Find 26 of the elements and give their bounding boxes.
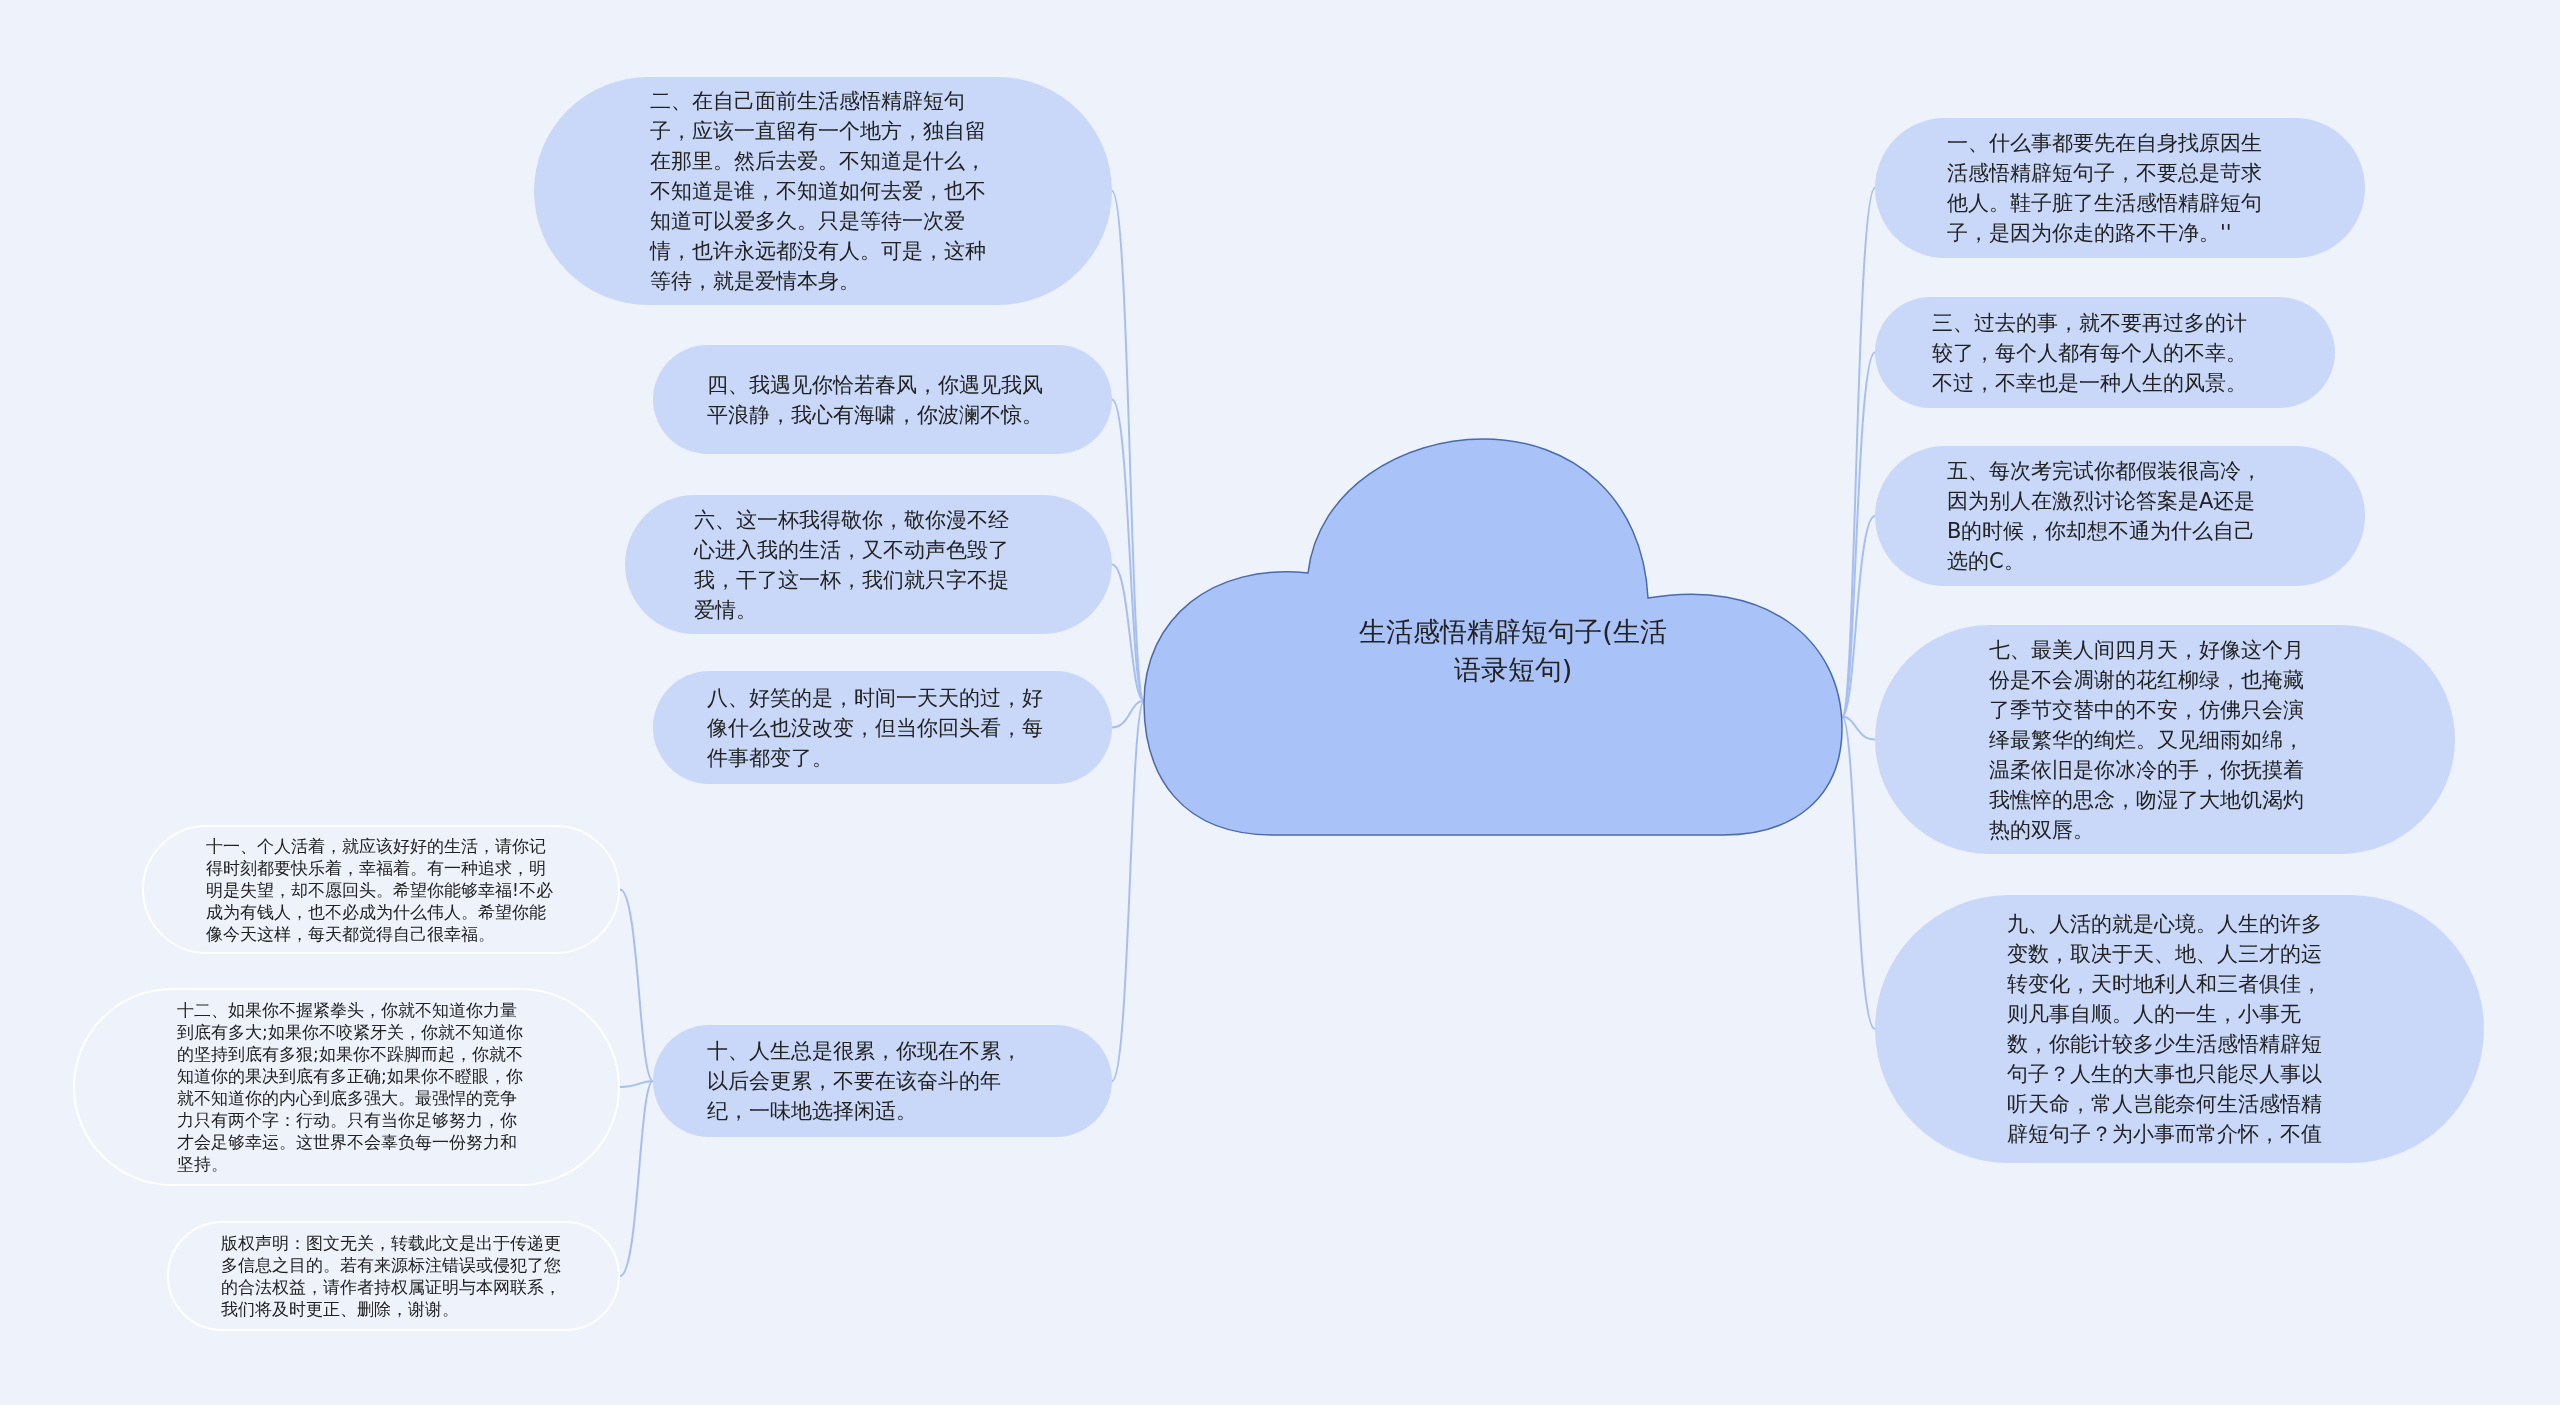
text-bubble: [73, 988, 620, 1186]
text-bubble: [142, 825, 620, 954]
connector-line: [1111, 699, 1145, 1082]
bubble-text: 十、人生总是很累，你现在不累，以后会更累，不要在该奋斗的年纪，一味地选择闲适。: [707, 1038, 1023, 1125]
text-bubble: [167, 1221, 620, 1331]
bubble-text: 六、这一杯我得敬你，敬你漫不经心进入我的生活，又不动声色毁了我，干了这一杯，我们就只字不提爱情。: [694, 506, 1010, 624]
connector-line: [619, 888, 654, 1082]
bubble-text: 四、我遇见你恰若春风，你遇见我风平浪静，我心有海啸，你波澜不惊。: [707, 371, 1044, 429]
bubble-text: 十一、个人活着，就应该好好的生活，请你记得时刻都要快乐着，幸福着。有一种追求，明明是失望，却不愿回头。希望你能够幸福!不必成为有钱人，也不必成为什么伟人。希望你能像今天这样，每天都觉得自己很幸福。: [206, 834, 554, 945]
connector-line: [1111, 563, 1145, 702]
bubble-text: 七、最美人间四月天，好像这个月份是不会凋谢的花红柳绿，也掩藏了季节交替中的不安，仿佛只会演绎最繁华的绚烂。又见细雨如绵，温柔依旧是你冰冷的手，你抚摸着我憔悴的思念，吻湿了大地饥渴灼热的双唇。: [1989, 636, 2305, 844]
bubble-text: 八、好笑的是，时间一天天的过，好像什么也没改变，但当你回头看，每件事都变了。: [707, 684, 1044, 772]
bubble-text: 五、每次考完试你都假装很高冷，因为别人在激烈讨论答案是A还是B的时候，你却想不通为什么自己选的C。: [1947, 458, 2263, 575]
bubble-text: 九、人活的就是心境。人生的许多变数，取决于天、地、人三才的运转变化，天时地利人和三者俱佳，则凡事自顺。人的一生，小事无数，你能计较多少生活感悟精辟短句子？人生的大事也只能尽人事以听天命，常人岂能奈何生活感悟精辟短句子？为小事而常介怀，不值: [2007, 911, 2323, 1148]
connector-line: [1841, 715, 1876, 1030]
connector-line: [1111, 699, 1145, 729]
connector-line: [619, 1080, 654, 1088]
connector-line: [1841, 715, 1876, 741]
connector-line: [619, 1080, 654, 1277]
bubble-text: 二、在自己面前生活感悟精辟短句子，应该一直留有一个地方，独自留在那里。然后去爱。不知道是什么，不知道是谁，不知道如何去爱，也不知道可以爱多久。只是等待一次爱情，也许永远都没有人。可是，这种等待，就是爱情本身。: [650, 88, 987, 295]
topic-text: 生活感悟精辟短句子(生活语录短句): [1358, 615, 1668, 687]
bubble-text: 版权声明：图文无关，转载此文是出于传递更多信息之目的。若有来源标注错误或侵犯了您的合法权益，请作者持权属证明与本网联系，我们将及时更正、删除，谢谢。: [221, 1232, 562, 1320]
connector-line: [1841, 515, 1876, 718]
bubble-text: 三、过去的事，就不要再过多的计较了，每个人都有每个人的不幸。不过，不幸也是一种人生的风景。: [1932, 309, 2248, 397]
bubble-text: 一、什么事都要先在自身找原因生活感悟精辟短句子，不要总是苛求他人。鞋子脏了生活感悟精辟短句子，是因为你走的路不干净。'': [1947, 130, 2263, 247]
bubble-text: 十二、如果你不握紧拳头，你就不知道你力量到底有多大;如果你不咬紧牙关，你就不知道你的坚持到底有多狠;如果你不跺脚而起，你就不知道你的果决到底有多正确;如果你不瞪眼，你就不知道你的内心到底多强大。最强悍的竞争力只有两个字：行动。只有当你足够努力，你才会足够幸运。这世界不会辜负每一份努力和坚持。: [177, 999, 524, 1175]
